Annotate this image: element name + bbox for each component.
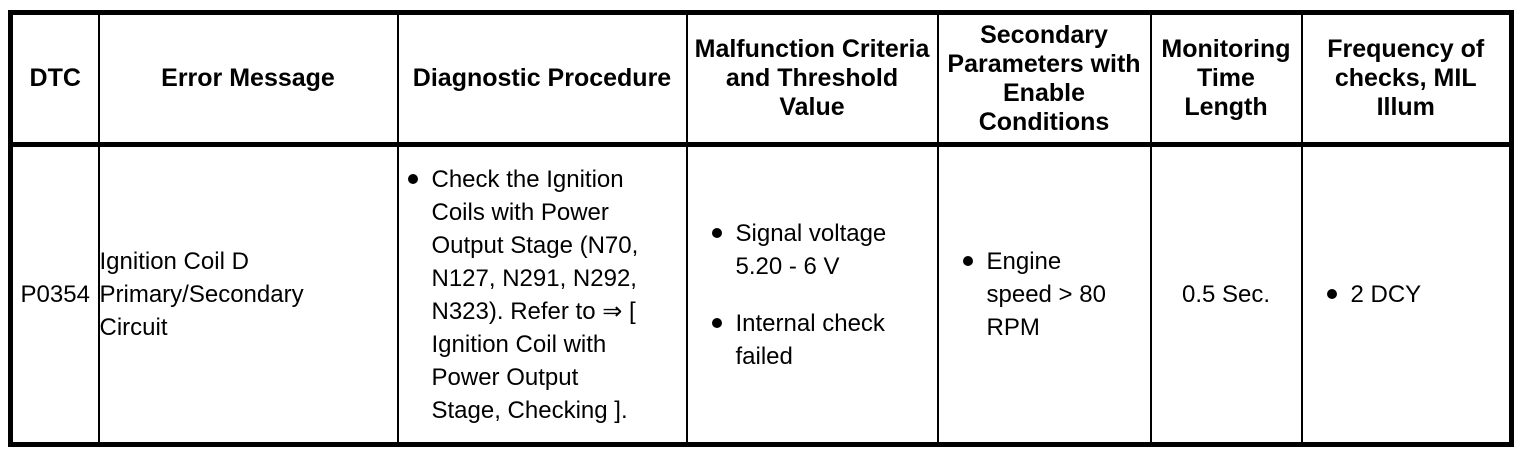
bullet-icon <box>962 256 973 266</box>
header-row: DTC Error Message Diagnostic Procedure M… <box>9 11 1513 147</box>
bullet-icon <box>407 173 418 184</box>
list-item: Engine speed > 80 RPM <box>962 245 1146 344</box>
list-item-text: 2 DCY <box>1350 281 1422 308</box>
list-item-text: Check the Ignition Coils with Power Outp… <box>431 165 639 424</box>
bullet-icon <box>711 227 722 238</box>
list-item: Signal voltage 5.20 - 6 V <box>711 217 933 283</box>
list-item-text: Internal check failed <box>735 309 885 370</box>
table-row: P0354 Ignition Coil D Primary/Secondary … <box>9 143 1513 446</box>
bullet-icon <box>1326 289 1337 299</box>
diagnostic-procedure-list: Check the Ignition Coils with Power Outp… <box>399 163 686 427</box>
list-item: Internal check failed <box>711 307 933 373</box>
error-message-text: Ignition Coil D Primary/Secondary Circui… <box>99 248 304 341</box>
column-header-monitoring-time: Monitoring Time Length <box>1149 11 1303 147</box>
column-header-diagnostic-procedure: Diagnostic Procedure <box>396 11 688 147</box>
dtc-table: DTC Error Message Diagnostic Procedure M… <box>8 10 1514 447</box>
column-header-error-message: Error Message <box>97 11 399 147</box>
column-header-malfunction-criteria: Malfunction Criteria and Threshold Value <box>685 11 939 147</box>
bullet-icon <box>711 317 722 328</box>
cell-diagnostic-procedure: Check the Ignition Coils with Power Outp… <box>396 143 688 446</box>
list-item-text: Engine speed > 80 RPM <box>986 248 1106 341</box>
column-header-secondary-parameters: Secondary Parameters with Enable Conditi… <box>936 11 1152 147</box>
cell-monitoring-time: 0.5 Sec. <box>1149 143 1303 446</box>
list-item-text: Signal voltage 5.20 - 6 V <box>735 219 887 280</box>
malfunction-criteria-list: Signal voltage 5.20 - 6 V Internal check… <box>688 217 937 373</box>
cell-secondary-parameters: Engine speed > 80 RPM <box>936 143 1152 446</box>
cell-malfunction-criteria: Signal voltage 5.20 - 6 V Internal check… <box>685 143 939 446</box>
cell-error-message: Ignition Coil D Primary/Secondary Circui… <box>97 143 399 446</box>
cell-dtc-code: P0354 <box>9 143 100 446</box>
list-item: Check the Ignition Coils with Power Outp… <box>407 163 682 427</box>
secondary-parameters-list: Engine speed > 80 RPM <box>939 245 1150 344</box>
column-header-frequency: Frequency of checks, MIL Illum <box>1300 11 1513 147</box>
frequency-list: 2 DCY <box>1303 278 1510 311</box>
list-item: 2 DCY <box>1326 278 1506 311</box>
cell-frequency: 2 DCY <box>1300 143 1513 446</box>
column-header-dtc: DTC <box>9 11 100 147</box>
